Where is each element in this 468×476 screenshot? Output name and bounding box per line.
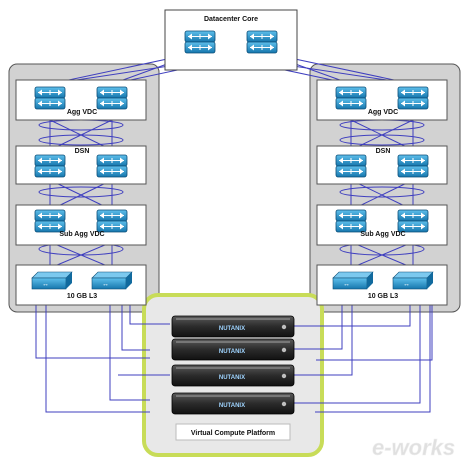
pod-right-dsn-switch-b-top	[397, 154, 429, 167]
pod-left-subagg-switch-b-bottom	[96, 220, 128, 233]
server-brand: NUTANIX	[219, 403, 245, 409]
core-switch-right-bottom	[246, 41, 278, 54]
server-node: NUTANIX	[171, 338, 295, 361]
cable-l1	[35, 288, 150, 359]
pod-right-agg-label: Agg VDC	[368, 109, 398, 116]
server-node: NUTANIX	[171, 364, 295, 387]
cable-l3	[109, 288, 150, 401]
pod-right-agg-switch-a-bottom	[335, 97, 367, 110]
pod-right-agg-switch-a-top	[335, 86, 367, 99]
pod-right-agg-switch-b-top	[397, 86, 429, 99]
pod-left-dsn-switch-b-bottom	[96, 165, 128, 178]
pod-left-access-label: 10 GB L3	[67, 293, 97, 300]
pod-left-dsn-switch-a-bottom	[34, 165, 66, 178]
pod-left-dsn-switch-b-top	[96, 154, 128, 167]
pod-left-agg-switch-b-bottom	[96, 97, 128, 110]
pod-right-subagg-switch-a-top	[335, 209, 367, 222]
pod-left-access-switch-b: ↔	[91, 271, 133, 290]
svg-text:↔: ↔	[343, 281, 350, 288]
pod-right-bundle-2	[339, 134, 425, 146]
pod-left-access-switch-a: ↔	[31, 271, 73, 290]
core-switch-left-bottom	[184, 41, 216, 54]
pod-left-subagg-label: Sub Agg VDC	[59, 231, 104, 238]
cable-r2	[290, 288, 353, 376]
pod-right-subagg-switch-b-top	[397, 209, 429, 222]
pod-left-subagg-switch-b-top	[96, 209, 128, 222]
pod-right-subagg-switch-b-bottom	[397, 220, 429, 233]
pod-right-bundle-3	[339, 186, 425, 198]
pod-left-bundle-3	[38, 186, 124, 198]
pod-right-dsn-switch-b-bottom	[397, 165, 429, 178]
cable-r3	[290, 288, 421, 404]
cable-l2	[45, 288, 150, 413]
pod-left-dsn-switch-a-top	[34, 154, 66, 167]
platform-label-box	[175, 423, 291, 441]
server-brand: NUTANIX	[219, 349, 245, 355]
pod-left-agg-switch-b-top	[96, 86, 128, 99]
pod-left-subagg-switch-a-bottom	[34, 220, 66, 233]
pod-left-bundle-2	[38, 134, 124, 146]
core-label: Datacenter Core	[204, 16, 258, 23]
server-brand: NUTANIX	[219, 326, 245, 332]
pod-right-access-switch-a: ↔	[332, 271, 374, 290]
pod-right-dsn-label: DSN	[376, 148, 391, 155]
pod-left-dsn-label: DSN	[75, 148, 90, 155]
pod-left-agg-label: Agg VDC	[67, 109, 97, 116]
pod-right-dsn-switch-a-bottom	[335, 165, 367, 178]
svg-text:↔: ↔	[102, 281, 109, 288]
cable-r4	[315, 288, 431, 413]
pod-right-agg-switch-b-bottom	[397, 97, 429, 110]
platform-label: Virtual Compute Platform	[191, 430, 275, 437]
pod-left-agg-switch-a-top	[34, 86, 66, 99]
server-node: NUTANIX	[171, 315, 295, 338]
core-switch-left-top	[184, 30, 216, 43]
watermark-logo: e-works	[372, 435, 455, 460]
pod-right-access-switch-b: ↔	[392, 271, 434, 290]
server-node: NUTANIX	[171, 392, 295, 415]
cable-r1	[290, 288, 343, 350]
core-switch-right-top	[246, 30, 278, 43]
devices-layer: ↔ ↔ ↔ ↔ NUTANIX NUTANIX NUTANIX NUTANIX	[31, 30, 434, 415]
pod-right-dsn-switch-a-top	[335, 154, 367, 167]
svg-text:↔: ↔	[42, 281, 49, 288]
cable-r6	[316, 288, 433, 361]
svg-text:↔: ↔	[403, 281, 410, 288]
pod-right-access-label: 10 GB L3	[368, 293, 398, 300]
cable-l4	[121, 288, 150, 351]
pod-right-subagg-label: Sub Agg VDC	[360, 231, 405, 238]
pod-right-subagg-switch-a-bottom	[335, 220, 367, 233]
pod-left-agg-switch-a-bottom	[34, 97, 66, 110]
server-brand: NUTANIX	[219, 375, 245, 381]
pod-left-subagg-switch-a-top	[34, 209, 66, 222]
